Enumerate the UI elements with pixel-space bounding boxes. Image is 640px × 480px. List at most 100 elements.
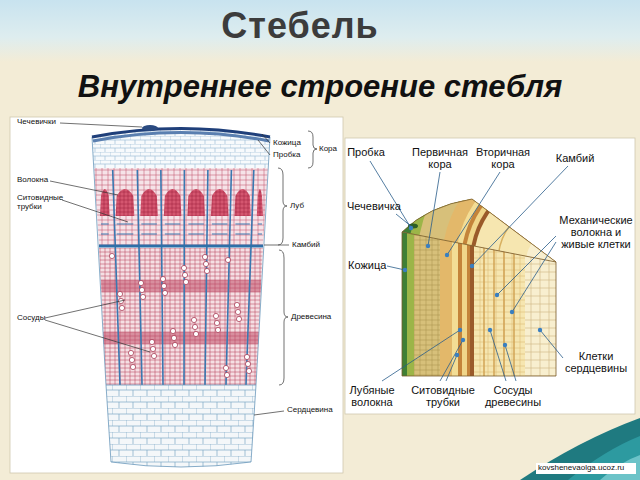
vessel <box>151 353 156 358</box>
bracket <box>279 250 288 385</box>
leader-line <box>387 266 405 270</box>
bast-fiber-wedge <box>187 189 205 216</box>
vessel <box>128 350 133 355</box>
leader-line <box>62 200 128 222</box>
vessel <box>160 276 165 281</box>
leader-dot <box>461 338 465 342</box>
leader-line <box>472 166 568 266</box>
vessel <box>192 324 197 329</box>
sieve-tube <box>212 224 228 234</box>
vessel <box>129 357 134 362</box>
leader-line <box>382 330 460 381</box>
leader-line <box>264 245 289 246</box>
leader-line <box>45 320 150 352</box>
part-label: Волокна <box>17 176 67 185</box>
part-label: Механические волокна и живые клетки <box>557 214 635 250</box>
vessel <box>181 265 186 270</box>
vessel <box>117 291 122 296</box>
tissue-stripe <box>525 220 556 380</box>
vessel <box>171 335 176 340</box>
leader-line <box>505 345 516 381</box>
vessel <box>182 272 187 277</box>
tissue-stripe <box>440 220 452 380</box>
leader-dot <box>426 244 430 248</box>
bast-fiber-wedge <box>140 189 158 216</box>
vessel <box>235 309 240 314</box>
cambium-line <box>99 245 263 248</box>
sieve-tube <box>101 224 109 234</box>
leader-line <box>446 355 457 381</box>
leader-dot <box>458 328 462 332</box>
bast-fiber-wedge <box>257 189 263 216</box>
leader-line <box>50 181 118 195</box>
vessel <box>183 279 188 284</box>
vessel <box>213 313 218 318</box>
medullary-ray <box>113 170 120 385</box>
leader-line <box>540 330 563 358</box>
vessel <box>149 339 154 344</box>
leader-line <box>45 300 125 318</box>
vessel <box>204 268 209 273</box>
leader-dot <box>510 310 514 314</box>
part-label: Лубяные волокна <box>346 384 398 408</box>
leader-dot <box>409 226 413 230</box>
sieve-tube <box>141 224 157 234</box>
lenticel <box>142 125 158 131</box>
vessel <box>236 316 241 321</box>
part-label: Пробка <box>273 151 307 160</box>
leader-dot <box>445 253 449 257</box>
decor-wave <box>520 418 640 480</box>
leader-dot <box>495 293 499 297</box>
epidermis-layer <box>92 129 270 138</box>
wood-vessel-line <box>513 220 514 380</box>
vessel <box>234 302 239 307</box>
leader-line <box>512 242 556 312</box>
part-label: Кожица <box>348 259 393 271</box>
leader-line <box>447 172 500 255</box>
part-label: Ситовидные трубки <box>411 384 475 408</box>
tissue-stripe <box>402 220 407 380</box>
vessel <box>139 287 144 292</box>
sieve-tube <box>165 224 181 234</box>
vessel <box>215 327 220 332</box>
leader-line <box>497 236 556 295</box>
part-label: Ситовидные трубки <box>17 194 67 212</box>
medullary-ray <box>246 170 254 385</box>
leader-line <box>490 330 506 381</box>
part-label: Сосуды древесины <box>480 384 546 408</box>
vessel <box>225 257 230 262</box>
leader-dot <box>455 353 459 357</box>
bast-fiber-wedge <box>116 189 135 216</box>
leader-dot <box>403 268 407 272</box>
header-band <box>0 0 640 62</box>
vessel <box>170 328 175 333</box>
leader-line <box>60 123 142 127</box>
vessel <box>193 331 198 336</box>
bracket <box>308 131 317 168</box>
block-front-face <box>402 220 556 380</box>
sieve-tube <box>258 224 262 234</box>
vessel <box>140 294 145 299</box>
part-label: Древесина <box>291 313 341 322</box>
vessel <box>162 290 167 295</box>
leader-dot <box>488 328 492 332</box>
leader-line <box>370 161 411 228</box>
part-label: Чечевичка <box>347 200 407 212</box>
bast-fiber-wedge <box>164 189 182 216</box>
part-label: Сердцевина <box>287 406 339 415</box>
vessel <box>109 253 114 258</box>
vessel <box>161 283 166 288</box>
part-label: Камбий <box>550 152 600 164</box>
growth-ring <box>101 280 261 292</box>
vessel <box>223 365 228 370</box>
part-label: Камбий <box>292 241 332 250</box>
bast-tissue <box>94 168 268 245</box>
ring <box>408 110 640 414</box>
leader-lines <box>370 161 568 381</box>
bast-fiber-wedge <box>234 189 250 216</box>
vessel <box>191 317 196 322</box>
slide-subtitle: Внутреннее строение стебля <box>10 70 630 104</box>
bast-fiber-wedge <box>211 189 229 216</box>
wood-vessel-line <box>483 220 484 380</box>
